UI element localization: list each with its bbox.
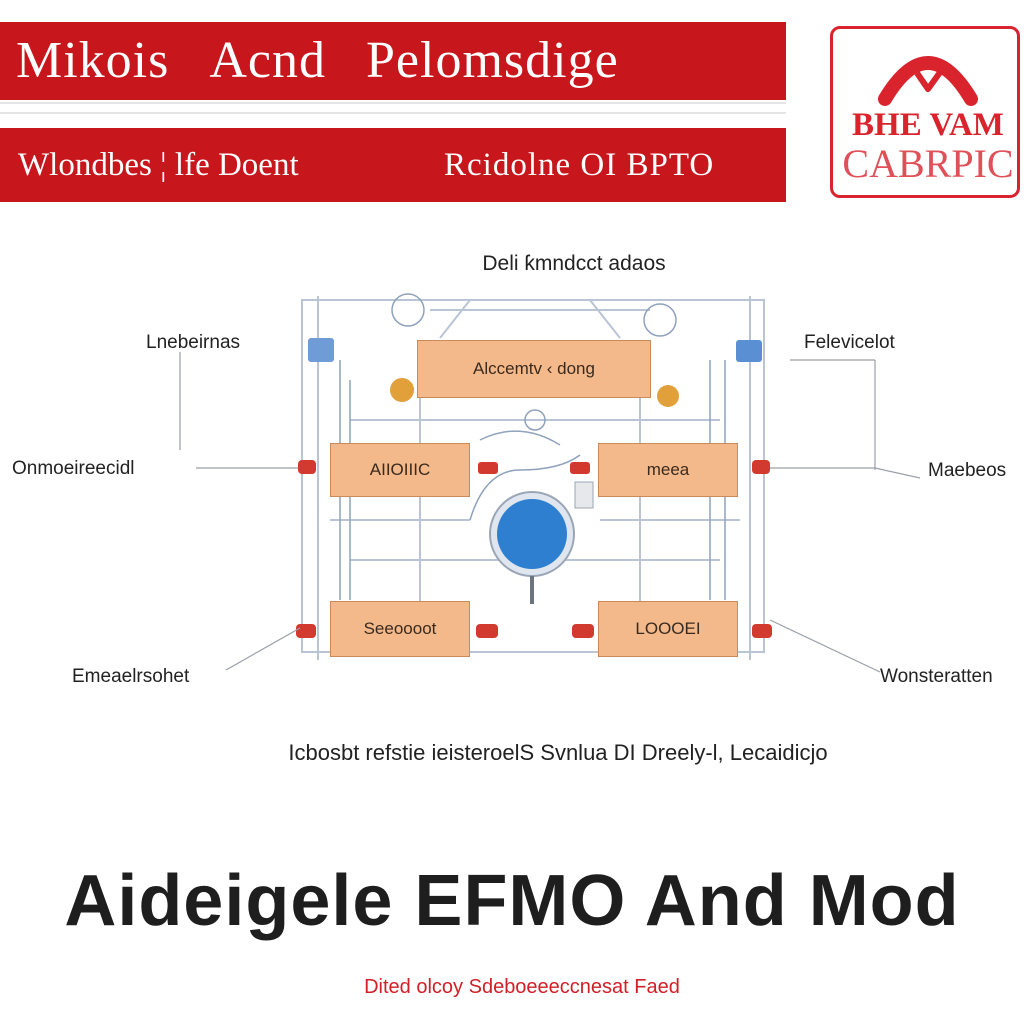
valve-inner-right (570, 462, 590, 474)
gauge-right (736, 340, 762, 362)
valve-right-bottom (752, 624, 772, 638)
valve-left-bottom (296, 624, 316, 638)
valve-markers (296, 338, 772, 638)
page-title: Aideigele EFMO And Mod (64, 861, 960, 941)
logo-arch-icon: BHE VAM CABRPIC (842, 56, 1014, 186)
header-divider (0, 102, 786, 114)
central-hub (497, 499, 567, 569)
leader-lines (179, 352, 921, 673)
callout-bottom-right: Wonsteratten (880, 666, 993, 687)
callout-top-left: Lnebeirnas (146, 332, 241, 353)
pump-right (657, 385, 679, 407)
valve-inner-left (478, 462, 498, 474)
pump-left (390, 378, 414, 402)
piping-frame (301, 296, 765, 660)
logo-line-1: BHE VAM (852, 107, 1004, 143)
logo-line-2: CABRPIC (842, 141, 1013, 186)
subtitle-right: Rcidolne OI BPTO (444, 147, 715, 183)
filter-unit (574, 481, 594, 509)
block-center-top: Alccemtv ‹ dong (417, 340, 651, 398)
logo-stamp: BHE VAM CABRPIC (830, 26, 1020, 198)
valve-left-mid (298, 460, 316, 474)
gauge-left (308, 338, 334, 362)
header-title-part-1: Mikois (16, 32, 170, 89)
subtitle-left: Wlondbes ¦ lfe Doent (18, 147, 299, 183)
valve-center-right (572, 624, 594, 638)
header-banner: Mikois Acnd Pelomsdige (0, 22, 786, 100)
footer-note: Dited olcoy Sdeboeeeccnesat Faed (364, 976, 680, 998)
block-mid-left: AIIOIIIC (330, 443, 470, 497)
header-title-part-2: Acnd (209, 32, 327, 89)
callout-bottom-left: Emeaelrsohet (72, 666, 190, 687)
valve-center-left (476, 624, 498, 638)
callout-mid-right: Maebeos (928, 460, 1007, 481)
valve-right-mid (752, 460, 770, 474)
header-title-part-3: Pelomsdige (366, 32, 619, 89)
block-bottom-right: LOOOEI (598, 601, 738, 657)
subtitle-banner: Wlondbes ¦ lfe Doent Rcidolne OI BPTO (0, 128, 786, 202)
diagram-title: Deli ƙmndcct adaos (482, 252, 666, 275)
diagram-caption: Icbosbt refstie ieisteroelS Svnlua DI Dr… (288, 740, 828, 765)
block-mid-right: meea (598, 443, 738, 497)
block-bottom-left: Seeoooot (330, 601, 470, 657)
callout-top-right: Felevicelot (804, 332, 895, 353)
callout-mid-left: Onmoeireecidl (12, 458, 135, 479)
